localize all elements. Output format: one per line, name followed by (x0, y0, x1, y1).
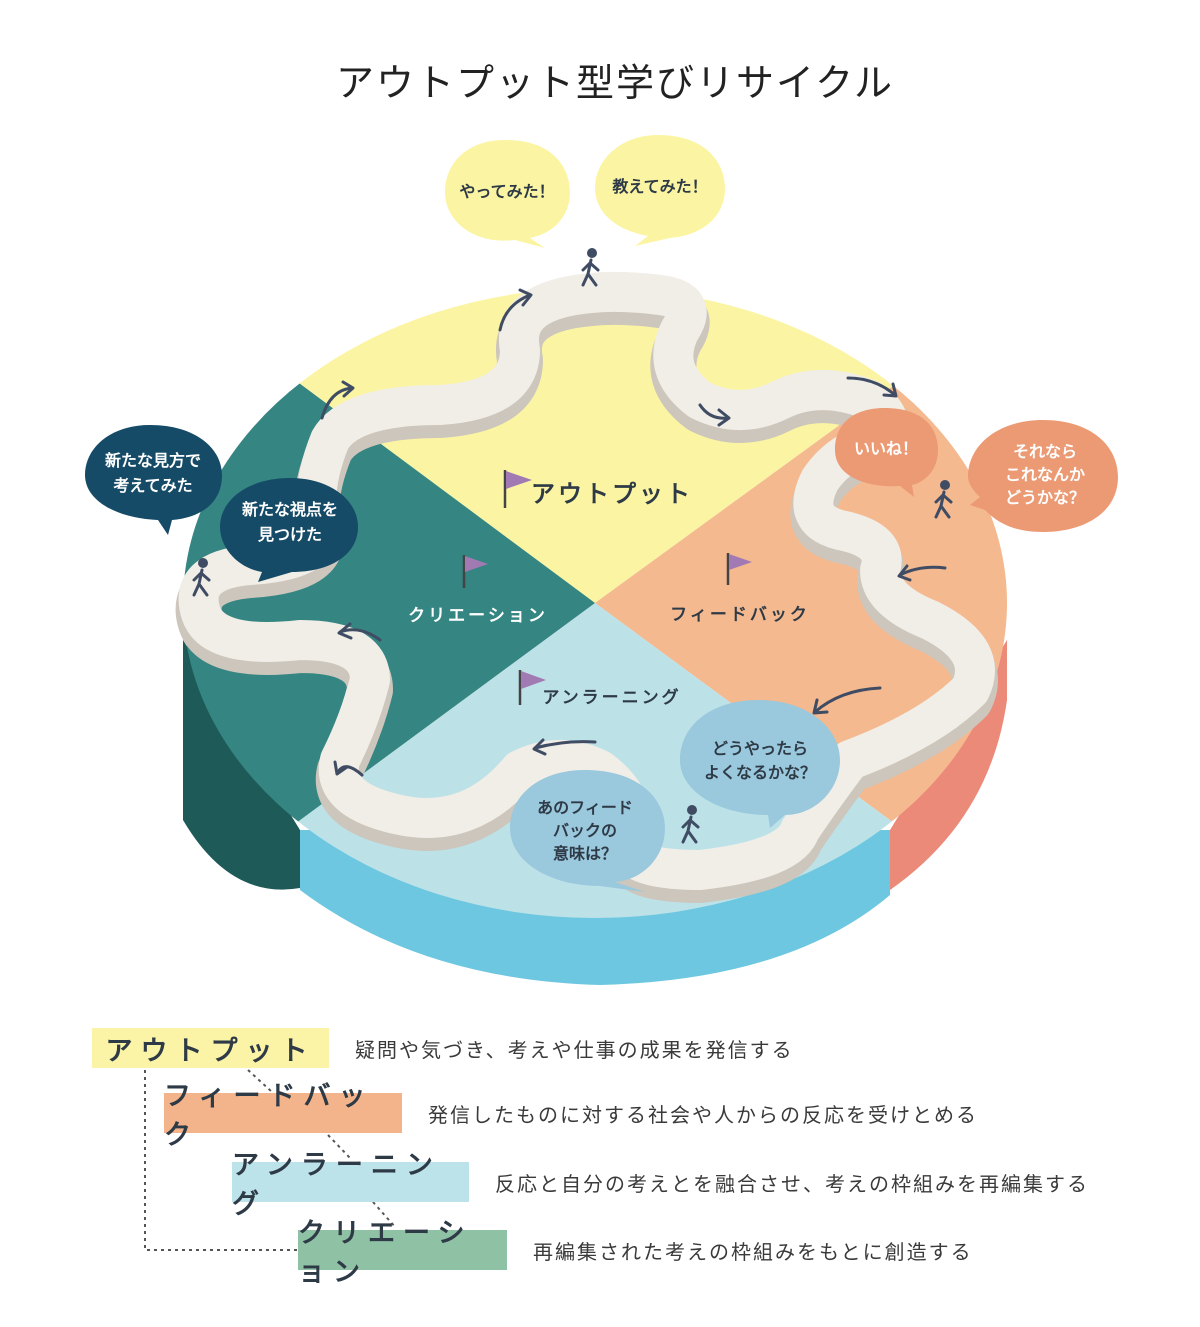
legend-connectors (144, 1069, 397, 1251)
arrow-icon (897, 564, 912, 582)
flag-icon (518, 670, 546, 705)
speech-bubble-3: いいね！ (835, 408, 938, 497)
bubble-6-line1: あのフィード (537, 798, 633, 817)
bubble-6-line3: 意味は？ (553, 844, 617, 863)
flag-icon (503, 470, 532, 508)
arrow-icon (846, 376, 897, 397)
legend-desc-unlearning: 反応と自分の考えとを融合させ、考えの枠組みを再編集する (495, 1171, 1089, 1196)
legend-row-feedback: フィードバック 発信したものに対する社会や人からの反応を受けとめる (164, 1081, 978, 1151)
flag-icon (462, 555, 488, 588)
legend-label-unlearning: アンラーニング (232, 1150, 469, 1220)
arrow-icon (882, 382, 898, 398)
legend-row-creation: クリエーション 再編集された考えの枠組みをもとに創造する (298, 1218, 973, 1288)
direction-arrows (320, 288, 947, 777)
bubble-3-line1: いいね！ (854, 439, 918, 458)
speech-bubble-8: 新たな見方で 考えてみた (85, 425, 222, 535)
section-label-unlearning: アンラーニング (542, 687, 681, 708)
arrow-icon (533, 740, 597, 750)
legend-label-creation: クリエーション (298, 1218, 507, 1288)
legend-label-feedback: フィードバック (164, 1081, 402, 1151)
walkers (192, 248, 953, 844)
arrow-icon (717, 408, 731, 427)
speech-bubble-5: どうやったら よくなるかな？ (680, 700, 840, 828)
arrow-icon (518, 288, 533, 307)
section-label-output: アウトプット (531, 480, 693, 508)
bubble-7-line2: 見つけた (257, 525, 322, 544)
walking-person-icon (192, 558, 211, 597)
flags (462, 470, 752, 705)
speech-bubble-1: やってみた！ (445, 140, 570, 248)
bubble-6-line2: バックの (553, 821, 617, 840)
arrow-icon (532, 738, 547, 756)
speech-bubble-2: 教えてみた！ (595, 135, 725, 246)
arrow-icon (320, 386, 354, 420)
walking-person-icon (681, 805, 700, 844)
legend-label-output: アウトプット (92, 1028, 329, 1068)
flag-icon (726, 553, 752, 585)
arrow-icon (812, 698, 829, 715)
speech-bubble-6: あのフィード バックの 意味は？ (510, 770, 665, 892)
legend-desc-feedback: 発信したものに対する社会や人からの反応を受けとめる (428, 1102, 978, 1127)
bubble-8-line2: 考えてみた (113, 476, 192, 495)
arrow-icon (898, 565, 947, 577)
bubble-8-line1: 新たな見方で (105, 451, 201, 470)
bubble-4-line1: それなら (1013, 442, 1077, 461)
arrow-icon (813, 686, 882, 714)
bubble-7-line1: 新たな視点を (242, 500, 338, 519)
bubble-1-line1: やってみた！ (459, 182, 554, 201)
legend-desc-creation: 再編集された考えの枠組みをもとに創造する (533, 1239, 973, 1264)
legend-row-unlearning: アンラーニング 反応と自分の考えとを融合させ、考えの枠組みを再編集する (232, 1150, 1089, 1220)
bubble-4-line2: これなんか (1005, 465, 1085, 484)
section-label-creation: クリエーション (408, 606, 548, 626)
speech-bubble-7: 新たな視点を 見つけた (220, 478, 358, 582)
page-title: アウトプット型学びリサイクル (335, 61, 895, 105)
bubble-5-line1: どうやったら (712, 739, 808, 758)
section-label-feedback: フィードバック (670, 605, 810, 625)
bubble-4-line3: どうかな？ (1005, 488, 1085, 507)
legend-desc-output: 疑問や気づき、考えや仕事の成果を発信する (355, 1037, 794, 1062)
arrow-icon (341, 380, 355, 398)
walking-person-icon (934, 480, 953, 519)
arrow-icon (337, 622, 353, 640)
arrow-icon (333, 760, 349, 776)
speech-bubble-4: それなら これなんか どうかな？ (968, 420, 1118, 532)
legend-row-output: アウトプット 疑問や気づき、考えや仕事の成果を発信する (92, 1028, 794, 1068)
bubble-5-line2: よくなるかな？ (704, 763, 816, 782)
bubble-2-line1: 教えてみた！ (612, 177, 707, 196)
arrow-icon (698, 403, 730, 420)
walking-person-icon (581, 248, 600, 287)
arrow-icon (498, 293, 532, 332)
